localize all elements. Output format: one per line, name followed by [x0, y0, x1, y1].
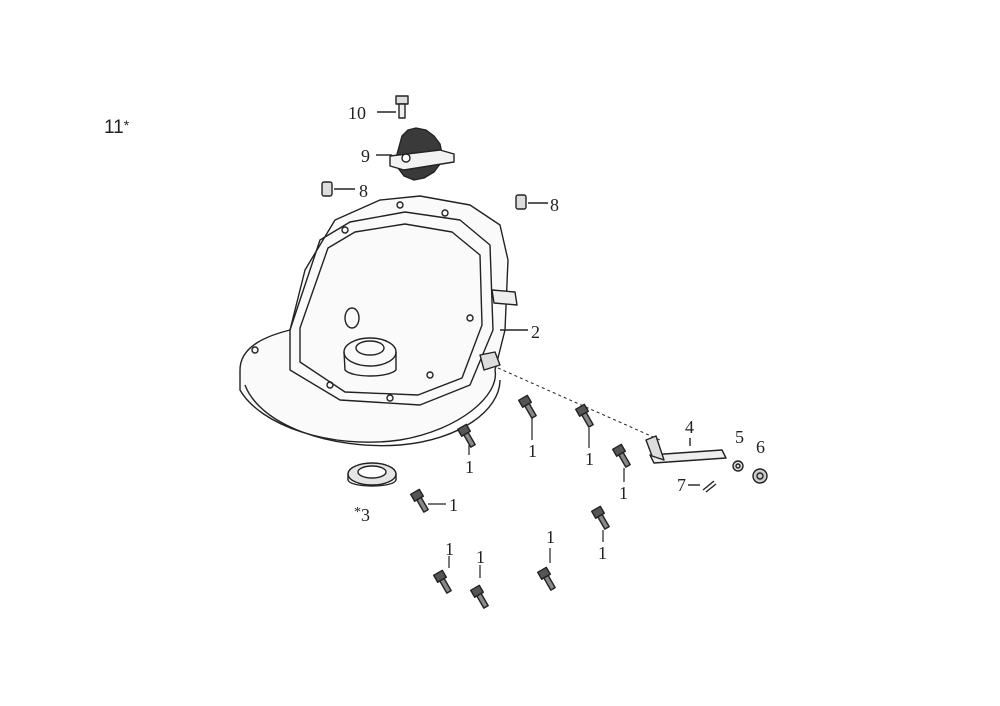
- bolt-leader-lines: [428, 417, 625, 578]
- part-4-lever-shaft: [645, 435, 727, 464]
- callout-8-right: 8: [550, 195, 559, 215]
- callout-7: 7: [677, 475, 686, 495]
- callout-3: *3: [354, 505, 370, 525]
- callout-8-left: 8: [359, 181, 368, 201]
- callout-2: 2: [531, 322, 540, 342]
- callout-1: 1: [528, 441, 537, 461]
- callout-1: 1: [445, 539, 454, 559]
- callout-1: 1: [585, 449, 594, 469]
- part-6-nut: [752, 468, 768, 484]
- callout-9: 9: [361, 146, 370, 166]
- callout-1: 1: [546, 527, 555, 547]
- part-8-dowel-left: [321, 181, 355, 197]
- callout-4: 4: [685, 417, 694, 437]
- part-8-dowel-right: [515, 194, 548, 210]
- callout-1: 1: [619, 483, 628, 503]
- callout-10: 10: [348, 103, 366, 123]
- part-7-pin: [688, 480, 717, 493]
- part-1-bolts: [409, 394, 631, 609]
- part-9-gear-assembly: [376, 127, 455, 181]
- callout-1: 1: [476, 547, 485, 567]
- callout-11: 11*: [104, 117, 130, 138]
- callout-1: 1: [465, 457, 474, 477]
- callout-1: 1: [449, 495, 458, 515]
- callout-6: 6: [756, 437, 765, 457]
- part-10-bolt: [377, 95, 409, 119]
- part-2-crankcase-cover: [239, 195, 661, 447]
- part-5-washer: [732, 460, 744, 472]
- callout-5: 5: [735, 427, 744, 447]
- callout-1: 1: [598, 543, 607, 563]
- part-3-oil-seal: [347, 462, 397, 487]
